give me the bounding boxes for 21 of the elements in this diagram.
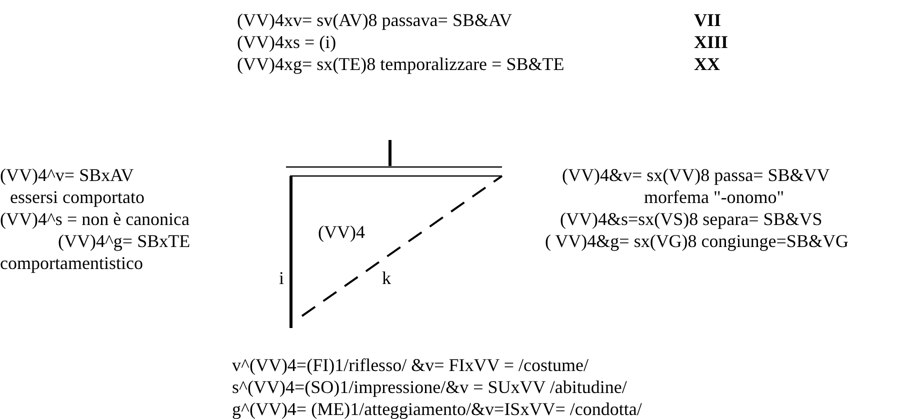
formula-text: s^(VV)4=(SO)1/impressione/&v = SUxVV /abitudine/: [232, 377, 627, 397]
formula-text: (VV)4&v= sx(VV)8 passa= SB&VV: [562, 165, 830, 185]
formula-text: comportamentistico: [0, 253, 143, 273]
formula-text: (VV)4^g= SBxTE: [58, 231, 190, 251]
roman-numeral: VII: [694, 10, 722, 30]
formula-text: (VV)4&s=sx(VS)8 separa= SB&VS: [560, 209, 822, 229]
side-label: i: [279, 268, 284, 288]
formula-text: v^(VV)4=(FI)1/riflesso/ &v= FIxVV = /costume/: [232, 355, 589, 375]
formula-text: morfema "-onomo": [644, 187, 784, 207]
side-label: k: [382, 268, 391, 288]
formula-text: (VV)4xg= sx(TE)8 temporalizzare = SB&TE: [237, 54, 564, 74]
formula-text: g^(VV)4= (ME)1/atteggiamento/&v=ISxVV= /condotta/: [232, 399, 642, 419]
formula-text: (VV)4^s = non è canonica: [0, 209, 190, 229]
roman-numeral: XIII: [694, 32, 728, 52]
formula-text: (VV)4xv= sv(AV)8 passava= SB&AV: [237, 10, 512, 30]
formula-text: ( VV)4&g= sx(VG)8 congiunge=SB&VG: [545, 231, 848, 251]
formula-text: essersi comportato: [10, 187, 144, 207]
formula-text: (VV)4xs = (i): [237, 32, 336, 52]
roman-numeral: XX: [694, 54, 720, 74]
formula-text: (VV)4^v= SBxAV: [0, 165, 134, 185]
triangle-label: (VV)4: [318, 222, 365, 242]
